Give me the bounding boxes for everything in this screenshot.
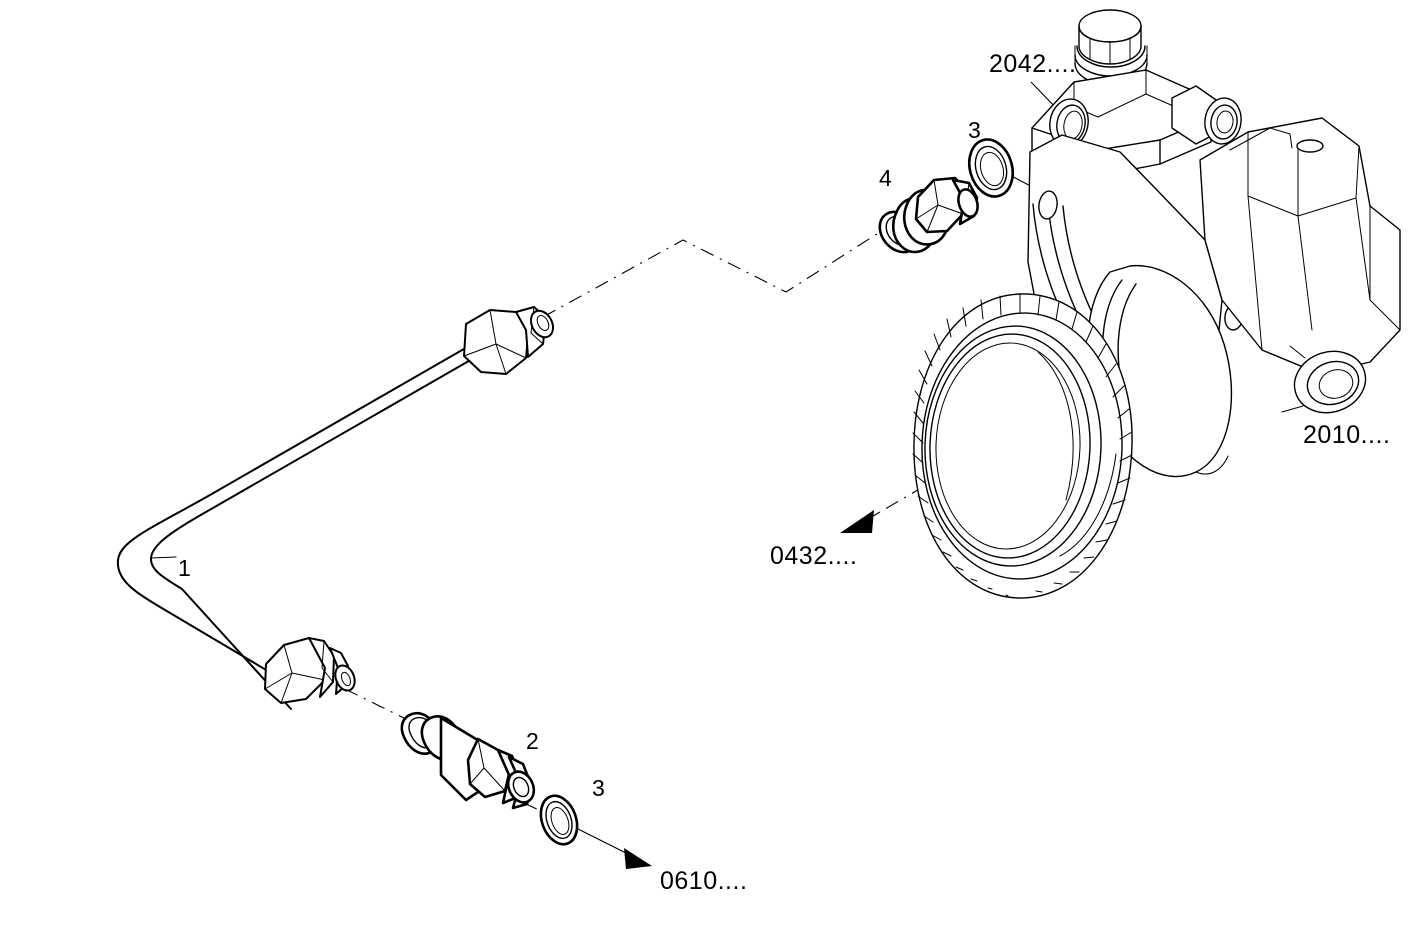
right-port-bore xyxy=(1216,110,1234,134)
leader-connector-to-ring xyxy=(523,802,557,819)
gear-root-circle xyxy=(921,312,1123,580)
right-port-mid xyxy=(1210,104,1238,140)
connector-barrel-bot-edge xyxy=(440,774,467,801)
plug-seat-ring-1 xyxy=(1076,45,1146,68)
gear-bore-back-edge xyxy=(1037,351,1074,501)
banjo-hex-facet-b xyxy=(926,204,939,233)
arrowhead-0432 xyxy=(840,510,874,533)
upper-block-crease-c xyxy=(1097,93,1147,118)
pipe-outer-edge xyxy=(116,337,484,691)
pump-upper-block xyxy=(1031,69,1242,177)
body-block-crease-f xyxy=(1369,205,1401,331)
callout-item-3-upper-text: 3 xyxy=(968,117,981,143)
sealing-ring-upper-inner xyxy=(979,151,1005,187)
mount-eye-gusset-a xyxy=(1289,345,1306,359)
callout-item-2-text: 2 xyxy=(526,728,539,754)
group-ref-2010-text: 2010.... xyxy=(1303,421,1391,449)
group-ref-2042-text: 2042.... xyxy=(989,50,1077,78)
pump-snout-seam xyxy=(1195,455,1229,475)
leader-pipe-to-connector xyxy=(344,688,413,723)
sealing-ring-lower xyxy=(539,794,579,846)
hollow-screw-connector xyxy=(400,711,536,810)
flange-bolt-hole-top xyxy=(1038,190,1058,220)
sealing-ring-lower-outer xyxy=(539,794,579,846)
body-block-crease-e xyxy=(1355,197,1371,301)
banjo-hex-facet-c xyxy=(915,204,939,220)
callout-item-3-upper: 3 xyxy=(968,119,981,142)
connector-hex-facet-b xyxy=(469,767,485,785)
group-ref-2010: 2010.... xyxy=(1303,423,1390,448)
body-block-top-hole xyxy=(1296,139,1324,153)
callout-item-4: 4 xyxy=(879,167,892,190)
mount-eye-gusset-b xyxy=(1281,405,1304,413)
callout-item-3-lower: 3 xyxy=(592,777,605,800)
mount-eye-bore xyxy=(1318,369,1354,399)
banjo-spigot-tip xyxy=(957,188,979,218)
fuel-delivery-pipe xyxy=(116,306,555,710)
mount-eye-mid xyxy=(1306,360,1360,406)
pipe-upper-union-bore xyxy=(536,315,550,331)
pipe-bend-crease xyxy=(150,556,177,559)
group-ref-0610-text: 0610.... xyxy=(660,867,748,895)
callout-item-4-text: 4 xyxy=(879,165,892,191)
pipe-upper-union-facet-c xyxy=(463,343,497,357)
sealing-ring-lower-inner xyxy=(550,807,570,835)
pipe-lower-union-facet-c xyxy=(264,672,293,690)
leader-pipe-to-bolt xyxy=(542,231,881,318)
connector-nose-bore xyxy=(512,776,530,798)
group-ref-0610: 0610.... xyxy=(660,869,747,894)
pipe-lower-union xyxy=(264,637,356,704)
gear-front-face xyxy=(924,325,1102,567)
pipe-lower-union-shoulder-1-edge xyxy=(321,640,334,683)
connector-barrel-top-edge xyxy=(440,717,482,743)
sealing-ring-lower-mid xyxy=(545,800,573,840)
sealing-ring-upper-mid xyxy=(974,145,1008,191)
body-block-crease-d xyxy=(1297,215,1313,331)
gear-rim-side xyxy=(1059,453,1117,557)
body-block-crease-c xyxy=(1247,195,1263,351)
callout-item-1-text: 1 xyxy=(178,555,191,581)
pipe-upper-union-facet-b xyxy=(495,343,507,375)
callout-item-3-lower-text: 3 xyxy=(592,775,605,801)
arrowhead-0610 xyxy=(624,848,652,869)
body-block-crease-a xyxy=(1247,131,1299,217)
gear-tooth-marks xyxy=(912,293,1133,597)
group-ref-0432: 0432.... xyxy=(770,544,857,569)
pipe-lower-union-bore xyxy=(340,671,352,687)
pipe-upper-union-nipple xyxy=(529,309,555,339)
banjo-bolt-fitting xyxy=(878,176,979,254)
sealing-ring-upper-outer xyxy=(967,138,1015,198)
body-block-ledge xyxy=(1229,127,1293,151)
pipe-lower-union-facet-b xyxy=(280,672,293,704)
gear-face-ring xyxy=(929,333,1091,559)
pipe-upper-union xyxy=(463,306,555,375)
callout-item-1: 1 xyxy=(178,557,191,580)
sealing-ring-upper xyxy=(967,138,1015,198)
drive-gear xyxy=(912,293,1133,599)
group-ref-2042: 2042.... xyxy=(989,52,1076,77)
gear-bore xyxy=(935,342,1081,550)
callout-item-2: 2 xyxy=(526,730,539,753)
right-port-outer xyxy=(1204,97,1242,145)
group-ref-0432-text: 0432.... xyxy=(770,542,858,570)
